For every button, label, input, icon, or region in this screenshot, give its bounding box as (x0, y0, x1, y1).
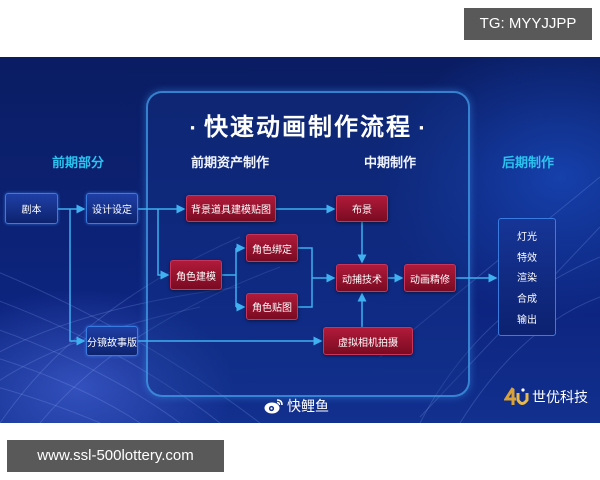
post-item-vfx: 特效 (517, 252, 537, 264)
company-logo-icon (504, 387, 529, 405)
node-virtual-cam: 虚拟相机拍摄 (323, 327, 413, 355)
node-layout: 布景 (336, 195, 388, 222)
node-char-tex: 角色贴图 (246, 293, 298, 320)
section-pre: 前期部分 (51, 156, 104, 171)
node-mocap: 动捕技术 (336, 264, 388, 292)
node-bg-props: 背景道具建模贴图 (186, 195, 276, 222)
title-text: 快速动画制作流程 (204, 113, 412, 141)
node-storyboard: 分镜故事版 (86, 326, 138, 356)
post-item-render: 渲染 (517, 273, 537, 285)
top-tag: TG: MYYJJPP (464, 8, 592, 40)
diagram-title: ·快速动画制作流程· (189, 113, 427, 141)
company-name: 世优科技 (532, 390, 588, 406)
post-item-output: 输出 (517, 315, 537, 327)
node-design: 设计设定 (86, 193, 138, 224)
weibo-icon (264, 399, 283, 414)
diagram-canvas: ·快速动画制作流程· 前期部分 前期资产制作 中期制作 后期制作 (0, 57, 600, 423)
main-process-panel (146, 91, 470, 397)
connectors (58, 204, 498, 346)
post-item-composite: 合成 (517, 294, 537, 306)
bottom-url-tag: www.ssl-500lottery.com (7, 440, 224, 472)
node-anim-polish: 动画精修 (404, 264, 456, 292)
node-char-rig: 角色绑定 (246, 234, 298, 262)
node-script: 剧本 (5, 193, 58, 224)
weibo-name: 快鲤鱼 (287, 399, 329, 415)
weibo-watermark: 快鲤鱼 (264, 396, 329, 416)
post-production-box: 灯光 特效 渲染 合成 输出 (498, 218, 556, 336)
section-pre-assets: 前期资产制作 (190, 156, 269, 171)
post-item-lighting: 灯光 (517, 231, 537, 243)
section-mid: 中期制作 (363, 156, 416, 171)
section-post: 后期制作 (501, 156, 554, 171)
node-char-model: 角色建模 (170, 260, 222, 290)
company-logo: 世优科技 (504, 386, 588, 408)
